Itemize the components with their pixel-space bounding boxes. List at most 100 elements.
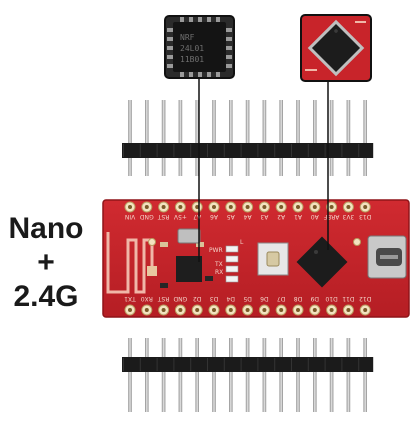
pin-label: A7 bbox=[193, 213, 201, 220]
pin-hole bbox=[178, 308, 183, 312]
header-segment bbox=[223, 358, 225, 371]
pin-label: D11 bbox=[342, 295, 354, 302]
header-pin bbox=[128, 338, 132, 412]
header-segment bbox=[307, 144, 309, 157]
header-plastic bbox=[122, 357, 374, 372]
pin-hole bbox=[296, 205, 300, 209]
header-pin bbox=[346, 100, 351, 176]
mounting-hole bbox=[353, 238, 361, 246]
pin-label: GND bbox=[140, 213, 154, 220]
pin-label: A3 bbox=[260, 213, 268, 220]
pin-hole bbox=[178, 205, 183, 209]
led-l bbox=[225, 255, 239, 263]
reset-button[interactable] bbox=[257, 242, 289, 276]
pin-label: A2 bbox=[277, 213, 285, 220]
pin-hole bbox=[161, 308, 166, 312]
pin-hole bbox=[279, 308, 284, 312]
header-pin bbox=[195, 100, 199, 176]
chip-pin bbox=[226, 46, 232, 50]
pin-label: D9 bbox=[310, 295, 319, 302]
silk-tx: TX bbox=[214, 261, 223, 268]
chip-pin bbox=[167, 46, 173, 50]
pin-hole bbox=[312, 205, 317, 209]
header-pin bbox=[229, 100, 233, 176]
header-pin bbox=[178, 100, 183, 176]
pin-hole bbox=[262, 308, 267, 312]
header-plastic bbox=[122, 143, 374, 158]
led-tx bbox=[225, 265, 239, 273]
chip-pin bbox=[226, 28, 232, 32]
header-pin bbox=[161, 338, 166, 412]
header-pin bbox=[296, 338, 300, 412]
micro-usb-port[interactable] bbox=[367, 235, 407, 279]
header-segment bbox=[291, 144, 292, 157]
pin-hole bbox=[279, 205, 284, 209]
chip-pin bbox=[180, 72, 184, 77]
pin-label: RX0 bbox=[141, 295, 153, 302]
chip-pin bbox=[207, 72, 211, 77]
pin-hole bbox=[144, 308, 149, 312]
silk-rx: RX bbox=[215, 269, 223, 276]
pin-label: 3V3 bbox=[342, 213, 354, 220]
header-pin bbox=[128, 100, 132, 176]
header-segment bbox=[123, 358, 124, 371]
header-pin bbox=[363, 338, 367, 412]
header-pin bbox=[363, 100, 367, 176]
pin-hole bbox=[245, 308, 250, 312]
header-pin bbox=[313, 338, 317, 412]
pin-label: AREF bbox=[323, 213, 339, 220]
pin-hole bbox=[262, 205, 267, 209]
header-pin bbox=[329, 100, 334, 176]
pin-hole bbox=[329, 308, 334, 312]
pin-hole bbox=[128, 205, 132, 209]
header-pin bbox=[346, 338, 351, 412]
header-pin bbox=[195, 338, 199, 412]
resistor bbox=[160, 283, 168, 288]
header-segment bbox=[307, 358, 309, 371]
nrf-marking-line3: 11B01 bbox=[180, 55, 204, 64]
chip-pin bbox=[207, 17, 211, 22]
pin-hole bbox=[296, 308, 300, 312]
pin-hole bbox=[346, 205, 351, 209]
pin-hole bbox=[144, 205, 149, 209]
chip-pin bbox=[180, 17, 184, 22]
header-pin bbox=[313, 100, 317, 176]
header-segment bbox=[190, 144, 192, 157]
header-segment bbox=[358, 358, 360, 371]
chip-pin bbox=[226, 37, 232, 41]
header-pin bbox=[262, 100, 267, 176]
mounting-hole bbox=[148, 238, 156, 246]
chip-pin bbox=[167, 55, 173, 59]
pin-hole bbox=[195, 308, 200, 312]
top-pin-pads bbox=[124, 201, 371, 213]
header-segment bbox=[156, 144, 158, 157]
header-segment bbox=[274, 144, 276, 157]
pin-hole bbox=[312, 308, 317, 312]
pin-label: GND bbox=[173, 295, 187, 302]
chip-pin bbox=[167, 28, 173, 32]
chip-pin bbox=[198, 17, 202, 22]
pin-hole bbox=[128, 308, 132, 312]
capacitor bbox=[196, 242, 204, 247]
header-pin bbox=[296, 100, 300, 176]
header-segment bbox=[139, 144, 141, 157]
pin-hole bbox=[363, 205, 368, 209]
resistor bbox=[205, 276, 213, 281]
header-pin bbox=[145, 100, 149, 176]
header-segment bbox=[173, 358, 175, 371]
top-pin-header bbox=[122, 100, 374, 176]
chip-pin bbox=[167, 37, 173, 41]
label-nano: Nano bbox=[8, 212, 84, 245]
pin-label: D4 bbox=[226, 295, 235, 302]
pin-hole bbox=[329, 205, 334, 209]
header-pin bbox=[161, 100, 166, 176]
header-pin bbox=[279, 100, 283, 176]
chip-pin bbox=[189, 17, 193, 22]
pin-label: +5V bbox=[173, 213, 187, 220]
header-pin bbox=[329, 338, 334, 412]
pin-label: RST bbox=[157, 295, 169, 302]
led-pwr bbox=[225, 245, 239, 253]
header-segment bbox=[257, 358, 259, 371]
